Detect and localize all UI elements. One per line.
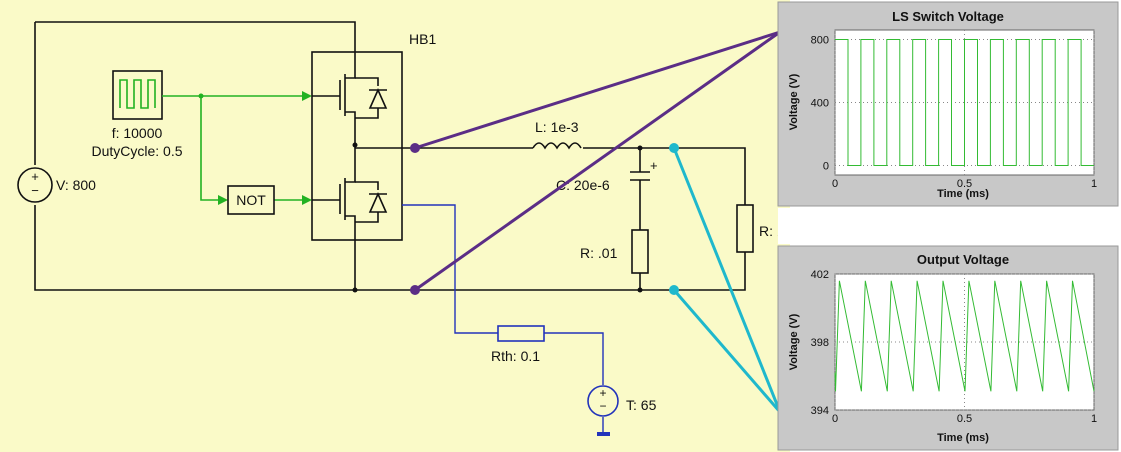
p1-y-tick-label: 400 (811, 98, 829, 110)
pulse-generator[interactable] (112, 70, 163, 120)
p1-y-tick-label: 0 (823, 161, 829, 173)
half-bridge-label: HB1 (409, 31, 436, 47)
not-gate[interactable]: NOT (227, 185, 275, 215)
p2-x-tick-label: 0 (832, 413, 838, 425)
esr-label: R: .01 (580, 245, 618, 261)
half-bridge-module[interactable] (311, 51, 403, 241)
plot2-ylabel: Voltage (V) (788, 313, 800, 370)
p1-x-tick-label: 0.5 (957, 178, 972, 190)
svg-text:+: + (31, 169, 39, 184)
switch-voltage-probe (410, 30, 781, 295)
plot1-ylabel: Voltage (V) (788, 73, 800, 130)
source-label: V: 800 (56, 177, 96, 193)
dc-voltage-source[interactable]: + − (17, 167, 53, 203)
plot2-grid (834, 273, 1095, 411)
ls-switch-voltage-plot[interactable]: LS Switch Voltage 0 0.5 1 0 400 800 Time (ms)… (777, 1, 1119, 207)
p1-x-tick-label: 0 (832, 178, 838, 190)
thermal-resistor-label: Rth: 0.1 (491, 348, 540, 364)
p2-x-tick-label: 0.5 (957, 413, 972, 425)
output-voltage-probe (669, 143, 782, 413)
plot1-xlabel: Time (ms) (937, 188, 989, 200)
gate-signal-wires (162, 91, 312, 205)
temperature-label: T: 65 (626, 397, 657, 413)
plot2-xlabel: Time (ms) (937, 432, 989, 444)
inductor-label: L: 1e-3 (535, 119, 579, 135)
plot2-ticks: 0 0.5 1 394 398 402 (811, 269, 1097, 425)
inductor[interactable] (532, 142, 582, 150)
dc-rails (34, 21, 640, 291)
not-gate-label: NOT (236, 192, 266, 208)
p1-y-tick-label: 800 (811, 34, 829, 46)
plot2-title: Output Voltage (917, 252, 1009, 267)
thermal-network (402, 204, 610, 436)
thermal-resistor[interactable] (497, 325, 545, 342)
svg-text:+: + (599, 386, 606, 400)
p1-x-tick-label: 1 (1091, 178, 1097, 190)
low-side-mosfet (312, 145, 388, 240)
svg-text:−: − (599, 399, 606, 413)
svg-text:+: + (650, 158, 658, 173)
plot1-ticks: 0 0.5 1 0 400 800 (811, 34, 1097, 190)
p2-x-tick-label: 1 (1091, 413, 1097, 425)
high-side-mosfet (312, 52, 388, 145)
p2-y-tick-label: 394 (811, 405, 829, 417)
svg-text:−: − (31, 183, 39, 198)
p2-y-tick-label: 398 (811, 337, 829, 349)
temperature-source[interactable]: + − (587, 385, 619, 417)
pulse-frequency-label: f: 10000 (112, 125, 163, 141)
plot2-series-line (834, 280, 1095, 392)
p2-y-tick-label: 402 (811, 269, 829, 281)
plot1-series-line (835, 39, 1094, 166)
load-resistor[interactable] (736, 204, 754, 253)
esr-resistor[interactable] (631, 229, 649, 274)
pulse-duty-label: DutyCycle: 0.5 (91, 143, 182, 159)
plot1-title: LS Switch Voltage (892, 9, 1004, 24)
capacitor[interactable]: + (630, 158, 658, 181)
